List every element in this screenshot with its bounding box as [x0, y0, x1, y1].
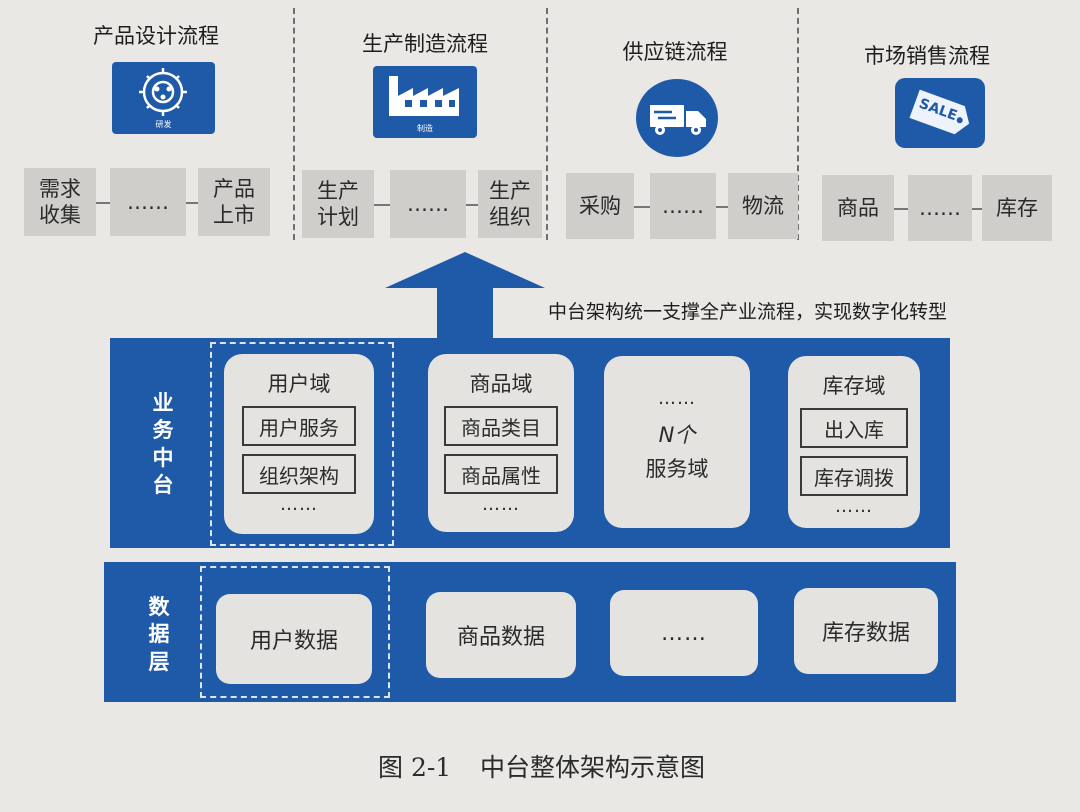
icon-caption: 制造: [417, 124, 433, 133]
data-item: 库存数据: [794, 588, 938, 674]
process-step: ……: [110, 168, 186, 236]
domain-title: 库存域: [822, 374, 886, 398]
support-text: 中台架构统一支撑全产业流程，实现数字化转型: [548, 301, 948, 323]
process-step: ……: [650, 173, 716, 239]
connector: [186, 202, 198, 204]
process-step: 采购: [566, 173, 634, 239]
data-layer-label: 数据层: [148, 595, 170, 674]
data-item: 商品数据: [426, 592, 576, 678]
domain-title: ……: [658, 388, 696, 409]
process-step: 商品: [822, 175, 894, 241]
domain-card-product: 商品域 商品类目 商品属性 ……: [428, 354, 574, 532]
column-divider: [293, 8, 295, 240]
domain-item: 组织架构: [242, 454, 356, 494]
factory-icon: 制造: [373, 66, 477, 138]
process-step: 产品 上市: [198, 168, 270, 236]
domain-item: 出入库: [800, 408, 908, 448]
domain-n-sub: 服务域: [645, 457, 709, 481]
domain-item: 商品属性: [444, 454, 558, 494]
dashed-highlight: [200, 566, 390, 698]
process-step: ……: [390, 170, 466, 238]
data-item: ……: [610, 590, 758, 676]
domain-card-n: …… N个 服务域: [604, 356, 750, 528]
process-title-design: 产品设计流程: [93, 24, 219, 48]
sale-tag-icon: SALE: [895, 78, 985, 148]
process-title-supply-chain: 供应链流程: [622, 40, 728, 64]
domain-more: ……: [482, 494, 520, 515]
icon-caption: 研发: [155, 120, 172, 129]
domain-card-user: 用户域 用户服务 组织架构 ……: [224, 354, 374, 534]
column-divider: [546, 8, 548, 240]
connector: [466, 204, 478, 206]
connector: [374, 204, 390, 206]
connector: [634, 206, 650, 208]
process-step: 生产 组织: [478, 170, 542, 238]
delivery-truck-icon: [636, 79, 718, 157]
domain-card-inventory: 库存域 出入库 库存调拨 ……: [788, 356, 920, 528]
business-layer-label: 业务中台: [152, 391, 174, 497]
domain-item: 商品类目: [444, 406, 558, 446]
process-title-sales: 市场销售流程: [864, 44, 990, 68]
up-arrow-icon: [385, 252, 545, 340]
figure-number: 图 2-1: [378, 753, 452, 782]
column-divider: [797, 8, 799, 240]
process-step: 需求 收集: [24, 168, 96, 236]
connector: [894, 208, 908, 210]
domain-item: 用户服务: [242, 406, 356, 446]
process-step: 库存: [982, 175, 1052, 241]
connector: [716, 206, 728, 208]
connector: [96, 202, 110, 204]
process-step: 生产 计划: [302, 170, 374, 238]
process-step: ……: [908, 175, 972, 241]
domain-more: ……: [280, 494, 318, 515]
domain-title: 用户域: [267, 372, 331, 396]
process-title-manufacturing: 生产制造流程: [362, 32, 488, 56]
process-step: 物流: [728, 173, 798, 239]
domain-title: 商品域: [469, 372, 533, 396]
figure-caption: 中台整体架构示意图: [480, 753, 706, 782]
data-item: 用户数据: [216, 594, 372, 684]
gear-network-icon: 研发: [112, 62, 215, 134]
connector: [972, 208, 982, 210]
domain-item: 库存调拨: [800, 456, 908, 496]
domain-more: ……: [835, 496, 873, 517]
domain-n-label: N个: [658, 423, 696, 447]
dashed-highlight: [210, 342, 394, 546]
